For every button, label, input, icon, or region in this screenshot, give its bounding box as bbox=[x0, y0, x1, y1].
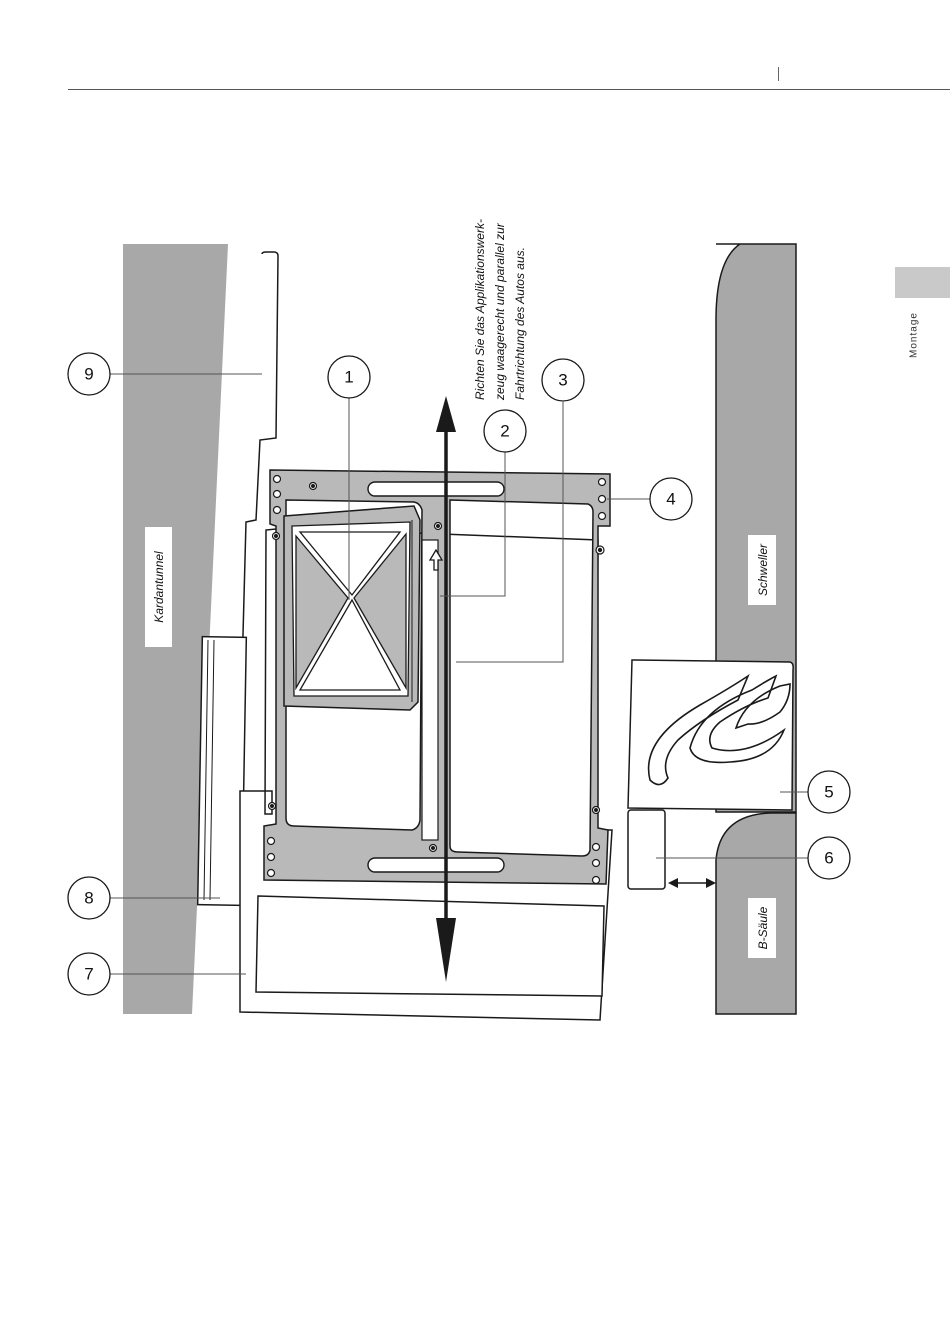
callout-5: 5 bbox=[808, 771, 850, 813]
part-2-center-strip bbox=[422, 540, 438, 840]
svg-text:5: 5 bbox=[824, 783, 833, 802]
instruction-line-2: zeug waagerecht und parallel zur bbox=[493, 222, 507, 401]
schweller-label: Schweller bbox=[756, 543, 770, 596]
b-saeule-label: B-Säule bbox=[756, 906, 770, 949]
instruction-line-3: Fahrtrichtung des Autos aus. bbox=[513, 247, 527, 400]
svg-text:9: 9 bbox=[84, 365, 93, 384]
part-6-block bbox=[628, 810, 665, 889]
callout-1: 1 bbox=[328, 356, 370, 398]
gap-arrow-icon bbox=[668, 878, 716, 888]
svg-text:7: 7 bbox=[84, 965, 93, 984]
callout-4: 4 bbox=[650, 478, 692, 520]
svg-text:3: 3 bbox=[558, 371, 567, 390]
kardantunnel-label: Kardantunnel bbox=[152, 551, 166, 623]
callout-6: 6 bbox=[808, 837, 850, 879]
callout-3: 3 bbox=[542, 359, 584, 401]
instruction-text: Richten Sie das Applikationswerk- zeug w… bbox=[473, 219, 527, 401]
svg-text:6: 6 bbox=[824, 849, 833, 868]
instruction-line-1: Richten Sie das Applikationswerk- bbox=[473, 219, 487, 400]
callout-8: 8 bbox=[68, 877, 110, 919]
callout-9: 9 bbox=[68, 353, 110, 395]
callout-7: 7 bbox=[68, 953, 110, 995]
callout-2: 2 bbox=[484, 410, 526, 452]
svg-text:2: 2 bbox=[500, 422, 509, 441]
svg-text:1: 1 bbox=[344, 368, 353, 387]
svg-text:8: 8 bbox=[84, 889, 93, 908]
svg-text:4: 4 bbox=[666, 490, 675, 509]
